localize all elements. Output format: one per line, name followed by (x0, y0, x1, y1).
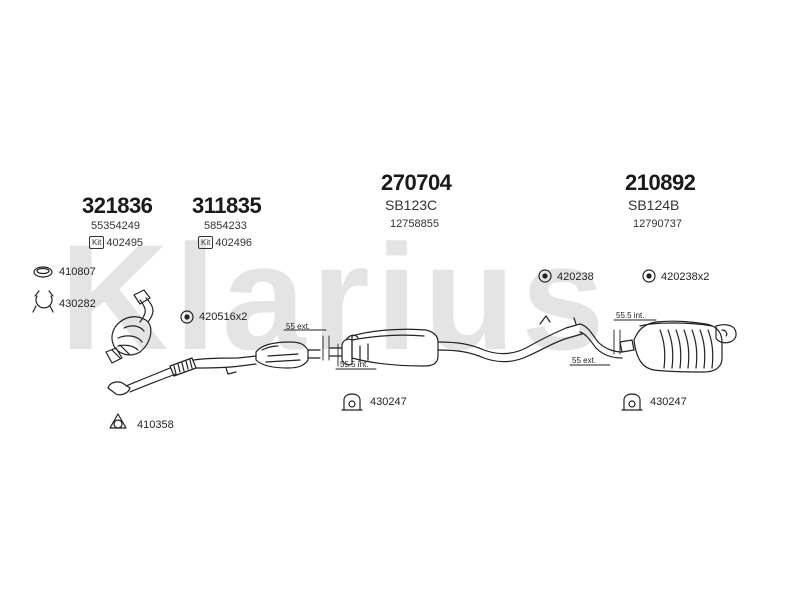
kit-number: 402495 (106, 237, 144, 249)
gasket-ring-icon (33, 266, 53, 278)
kit-badge: Kit (89, 236, 105, 249)
front-pipe-flex (107, 341, 321, 396)
rubber-mount-icon-mid (538, 269, 552, 283)
part-label-420516x2: 420516x2 (199, 311, 248, 323)
rear-silencer (619, 320, 737, 373)
oe-number-SB124B: SB124B (628, 197, 680, 213)
hanger-icon-mid (341, 393, 363, 411)
klarius-watermark: Klarius (60, 213, 611, 381)
dim-label-55-ext-front: 55 ext. (286, 322, 311, 331)
oe-number-12790737: 12790737 (633, 218, 682, 230)
part-label-430247-mid: 430247 (370, 396, 407, 408)
part-label-410807: 410807 (59, 266, 96, 278)
oe-number-5854233: 5854233 (204, 220, 247, 232)
part-label-430282: 430282 (59, 298, 96, 310)
kit-number: 402496 (215, 237, 253, 249)
oe-number-SB123C: SB123C (385, 197, 438, 213)
dimension-marker-rear (569, 319, 657, 366)
part-label-420238: 420238 (557, 271, 594, 283)
part-number-311835: 311835 (192, 193, 262, 218)
dim-label-55-ext-rear: 55 ext. (572, 356, 597, 365)
part-number-210892: 210892 (625, 170, 696, 195)
part-label-420238x2: 420238x2 (661, 271, 710, 283)
rubber-mount-icon-rear (642, 269, 656, 283)
dimension-marker-front (283, 329, 330, 361)
dim-label-55-5-int-rear: 55.5 int. (616, 311, 645, 320)
rubber-mount-icon-front (180, 310, 194, 324)
centre-silencer (329, 315, 623, 367)
kit-badge: Kit (198, 236, 214, 249)
hanger-icon-rear (621, 393, 643, 411)
oe-number-55354249: 55354249 (91, 220, 140, 232)
dim-label-55-5-int-mid: 55.5 int. (340, 360, 369, 369)
oe-number-12758855: 12758855 (390, 218, 439, 230)
front-catalyst-downpipe (105, 289, 154, 364)
part-number-321836: 321836 (82, 193, 153, 218)
flange-gasket-icon (109, 413, 127, 429)
part-label-430247-rear: 430247 (650, 396, 687, 408)
part-number-270704: 270704 (381, 170, 452, 195)
u-clamp-icon (32, 290, 54, 313)
part-label-410358: 410358 (137, 419, 174, 431)
